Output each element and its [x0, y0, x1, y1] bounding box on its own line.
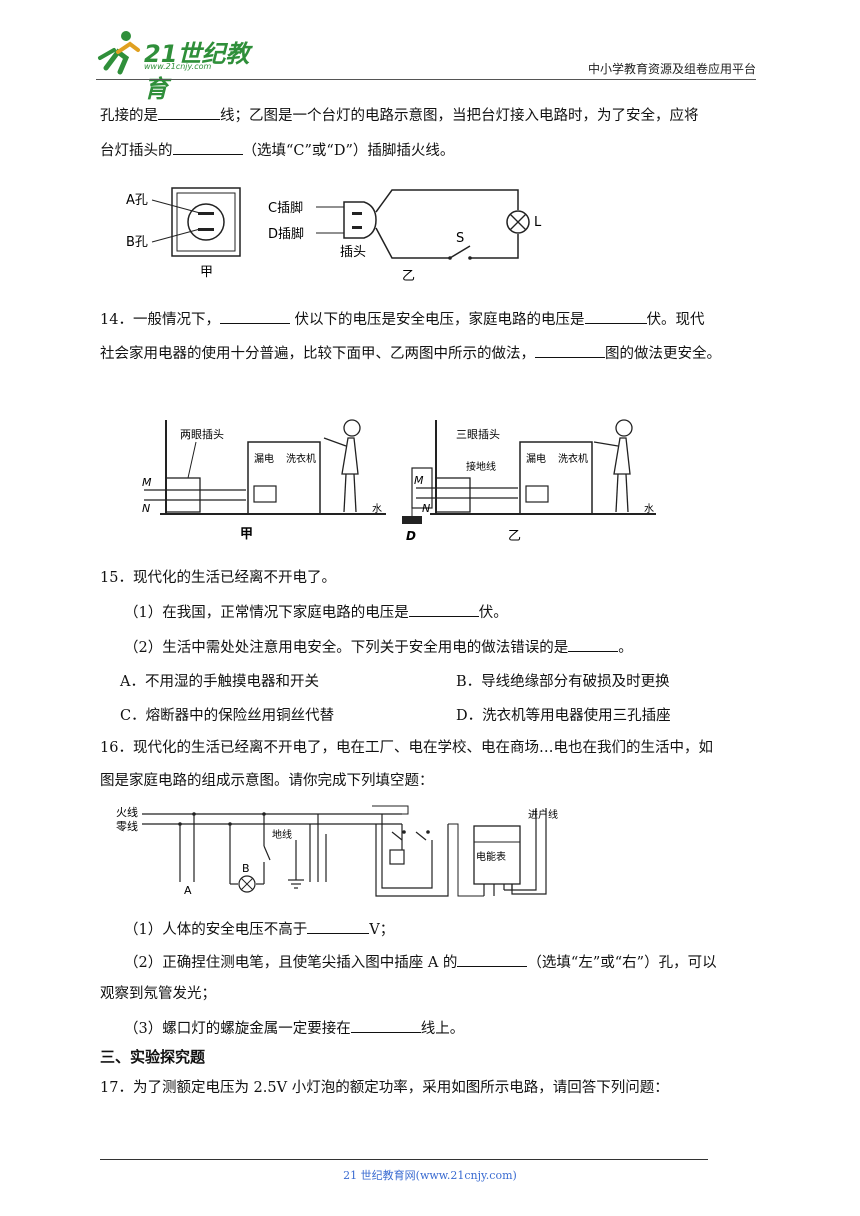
q16-sub2-cont: 观察到氖管发光；: [100, 986, 216, 1002]
pin-d-label: D插脚: [268, 226, 304, 242]
washer-label: 洗衣机: [558, 452, 588, 465]
fig-yi-label: 乙: [402, 269, 415, 284]
water-label: 水: [644, 503, 654, 515]
footer-divider: [100, 1159, 708, 1160]
washer-label: 洗衣机: [286, 452, 316, 465]
leak-label: 漏电: [254, 452, 274, 465]
d-label: D: [406, 529, 416, 543]
page-header: 21世纪教育 www.21cnjy.com 中小学教育资源及组卷应用平台: [96, 28, 756, 103]
q15-option-a: A．不用湿的手触摸电器和开关: [120, 674, 319, 690]
q14-text: 伏以下的电压是安全电压，家庭电路的电压是: [289, 312, 585, 328]
q16-text: （2）正确捏住测电笔，且使笔尖插入图中插座 A 的: [124, 955, 458, 971]
fig-yi-label: 乙: [508, 529, 521, 544]
fig-jia-label: 甲: [200, 265, 213, 280]
hole-b-label: B孔: [126, 235, 148, 250]
q14-text: 社会家用电器的使用十分普遍，比较下面甲、乙两图中所示的做法，: [100, 346, 535, 362]
answer-blank: [219, 308, 290, 324]
household-circuit-diagram: 火线 零线 A B 地线: [116, 805, 558, 897]
q16-sub1: （1）人体的安全电压不高于 V；: [124, 918, 394, 940]
two-pin-label: 两眼插头: [180, 427, 224, 441]
answer-blank: [568, 636, 619, 652]
q14-figure: M N 两眼插头 漏电 洗衣机 水 甲 M N: [136, 408, 676, 552]
q15-sub1: （1）在我国，正常情况下家庭电路的电压是 伏。: [124, 601, 508, 623]
q13-text: 孔接的是: [100, 108, 158, 124]
site-logo: 21世纪教育 www.21cnjy.com: [96, 28, 266, 103]
ground-wire-label: 地线: [272, 828, 292, 841]
q14-text: 14．一般情况下，: [100, 312, 220, 328]
q16-text: （3）螺口灯的螺旋金属一定要接在: [124, 1021, 351, 1037]
answer-blank: [584, 308, 647, 324]
q15-option-c: C．熔断器中的保险丝用铜丝代替: [120, 708, 335, 724]
section-heading: 三、实验探究题: [100, 1048, 206, 1066]
q16-text: （选填“左”或“右”）孔，可以: [527, 955, 717, 971]
three-pin-label: 三眼插头: [456, 427, 500, 441]
meter-label: 电能表: [476, 850, 506, 863]
q16-line1: 16．现代化的生活已经离不开电了，电在工厂、电在学校、电在商场…电也在我们的生活…: [100, 740, 713, 756]
q17-stem: 17．为了测额定电压为 2.5V 小灯泡的额定功率，采用如图所示电路，请回答下列…: [100, 1080, 669, 1096]
pin-c-label: C插脚: [268, 200, 303, 216]
page-footer: 21 世纪教育网(www.21cnjy.com): [343, 1169, 517, 1182]
q15-text: （2）生活中需处处注意用电安全。下列关于安全用电的做法错误的是: [124, 640, 569, 656]
switch-label: S: [456, 231, 464, 246]
header-platform-name: 中小学教育资源及组卷应用平台: [587, 62, 756, 76]
q14-line1: 14．一般情况下， 伏以下的电压是安全电压，家庭电路的电压是 伏。现代: [100, 308, 705, 330]
live-wire-label: 火线: [116, 805, 138, 819]
m-label: M: [142, 476, 152, 489]
answer-blank: [307, 918, 370, 934]
q15-option-b: B．导线绝缘部分有破损及时更换: [456, 674, 670, 690]
q14-line2: 社会家用电器的使用十分普遍，比较下面甲、乙两图中所示的做法， 图的做法更安全。: [100, 342, 721, 364]
leak-label: 漏电: [526, 452, 546, 465]
q16-text: V；: [369, 922, 395, 938]
inlet-label: 进户线: [528, 808, 558, 821]
answer-blank: [172, 139, 243, 155]
socket-lamp-diagram: A孔 B孔 甲 C插脚 D插脚 插头 L S 乙: [126, 187, 542, 284]
n-label: N: [422, 502, 430, 515]
q15-text: 。: [618, 640, 633, 656]
answer-blank: [457, 951, 528, 967]
q13-figure: A孔 B孔 甲 C插脚 D插脚 插头 L S 乙: [120, 182, 560, 294]
q13-line2: 台灯插头的 （选填“C”或“D”）插脚插火线。: [100, 139, 454, 161]
lamp-b-label: B: [242, 862, 250, 875]
answer-blank: [535, 342, 605, 358]
q16-line2: 图是家庭电路的组成示意图。请你完成下列填空题：: [100, 773, 434, 789]
q16-text: （1）人体的安全电压不高于: [124, 922, 308, 938]
logo-url: www.21cnjy.com: [144, 62, 212, 71]
q14-text: 图的做法更安全。: [605, 346, 721, 362]
fig-jia-label: 甲: [240, 527, 253, 542]
q16-figure: 火线 零线 A B 地线: [112, 804, 582, 908]
plug-label: 插头: [340, 245, 366, 260]
q15-text: （1）在我国，正常情况下家庭电路的电压是: [124, 605, 409, 621]
q15-sub2: （2）生活中需处处注意用电安全。下列关于安全用电的做法错误的是 。: [124, 636, 633, 658]
neutral-wire-label: 零线: [116, 819, 138, 833]
q13-text: 台灯插头的: [100, 143, 173, 159]
answer-blank: [408, 601, 479, 617]
runner-logo-icon: [98, 31, 140, 75]
n-label: N: [142, 502, 150, 515]
q13-text: （选填“C”或“D”）插脚插火线。: [242, 143, 455, 159]
ground-wire-label: 接地线: [466, 460, 496, 473]
answer-blank: [158, 104, 220, 120]
answer-blank: [350, 1017, 421, 1033]
water-label: 水: [372, 503, 382, 515]
q16-sub2: （2）正确捏住测电笔，且使笔尖插入图中插座 A 的 （选填“左”或“右”）孔，可以: [124, 951, 717, 973]
q16-sub3: （3）螺口灯的螺旋金属一定要接在 线上。: [124, 1017, 464, 1039]
socket-a-label: A: [184, 884, 192, 897]
q13-line1: 孔接的是 线；乙图是一个台灯的电路示意图，当把台灯接入电路时，为了安全，应将: [100, 104, 699, 126]
header-divider: [96, 79, 756, 80]
lamp-label: L: [534, 215, 542, 230]
q15-text: 伏。: [478, 605, 508, 621]
hole-a-label: A孔: [126, 193, 148, 208]
q15-option-d: D．洗衣机等用电器使用三孔插座: [456, 708, 671, 724]
q13-text: 线；乙图是一个台灯的电路示意图，当把台灯接入电路时，为了安全，应将: [220, 108, 699, 124]
washing-machine-diagram: M N 两眼插头 漏电 洗衣机 水 甲 M N: [142, 419, 656, 544]
m-label: M: [414, 474, 424, 487]
q15-stem: 15．现代化的生活已经离不开电了。: [100, 570, 336, 586]
q16-text: 线上。: [420, 1021, 465, 1037]
q14-text: 伏。现代: [646, 312, 705, 328]
